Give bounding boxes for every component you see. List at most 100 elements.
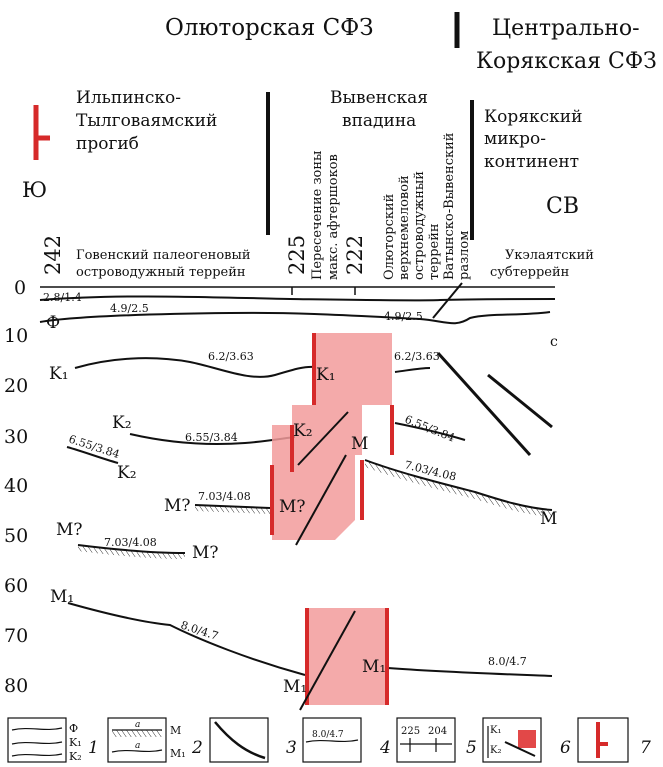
depth-tick: 20	[4, 375, 28, 397]
svg-text:a: a	[135, 741, 140, 751]
label-fault-2: разлом	[457, 231, 472, 280]
svg-text:K₁: K₁	[69, 736, 82, 749]
depth-tick: 80	[4, 675, 28, 697]
legend-box-7	[577, 717, 629, 763]
svg-text:M₁: M₁	[170, 747, 186, 760]
zone-ilpinsky-2: Тылговаямский	[76, 111, 217, 131]
fault-inner-3	[299, 610, 356, 711]
boundary-label: M?	[192, 543, 219, 563]
depth-tick: 40	[4, 475, 28, 497]
svg-text:K₂: K₂	[490, 745, 501, 756]
svg-text:M: M	[170, 724, 181, 737]
svg-text:Ф: Ф	[69, 722, 78, 735]
zone-vyvenskaya-2: впадина	[342, 111, 416, 131]
terrane-goven-2: островодужный террейн	[76, 265, 246, 280]
boundary-m-left	[77, 544, 186, 554]
terrane-ukela-1: Укэлаятский	[505, 248, 594, 263]
velocity-label: 6.2/3.63	[394, 350, 440, 363]
boundary-m1-right	[387, 667, 553, 677]
boundary-label: K₂	[293, 421, 313, 441]
svg-text:K₁: K₁	[490, 725, 501, 736]
zone-koryak-2: микро-	[484, 129, 546, 149]
depth-tick: 70	[4, 625, 28, 647]
svg-text:4: 4	[379, 738, 391, 758]
depth-tick: 30	[4, 426, 28, 448]
svg-text:1: 1	[88, 738, 99, 758]
velocity-label: 4.9/2.5	[110, 302, 149, 315]
svg-text:K₂: K₂	[69, 750, 82, 763]
section-marker-icon	[33, 105, 50, 160]
boundary-label: M₁	[283, 677, 307, 697]
label-olyutor-3: островодужный	[412, 171, 427, 280]
depth-tick: 0	[14, 277, 26, 299]
boundary-label: K₂	[117, 463, 137, 483]
direction-south: Ю	[22, 178, 47, 202]
boundary-m1-left	[67, 602, 306, 676]
label-olyutor-2: верхнемеловой	[397, 175, 412, 280]
boundary-label: K₁	[49, 364, 69, 384]
velocity-label: 7.03/4.08	[104, 536, 157, 549]
legend-box-4	[302, 717, 362, 763]
aftershock-zone-upper	[272, 333, 392, 540]
svg-text:3: 3	[286, 738, 297, 758]
boundary-k2-right	[394, 422, 466, 441]
label-aftershock-2: макс. афтершоков	[326, 154, 341, 280]
legend-box-2	[107, 717, 167, 763]
fault-inner-1	[297, 411, 349, 466]
boundary-upper-sediment	[39, 295, 556, 302]
terrane-ukela-2: субтеррейн	[490, 265, 569, 280]
svg-text:7: 7	[640, 738, 651, 758]
fault-long-1	[436, 351, 532, 457]
boundary-label: K₁	[316, 365, 336, 385]
olyutor-sfz-title: Олюторская СФЗ	[165, 15, 374, 41]
boundary-label: K₂	[112, 413, 132, 433]
boundary-label: M₁	[50, 587, 74, 607]
station-222: 222	[343, 235, 367, 275]
legend-box-6	[482, 717, 542, 763]
depth-tick: 50	[4, 525, 28, 547]
velocity-label: 2.8/1.4	[43, 291, 82, 304]
svg-text:225: 225	[401, 726, 420, 737]
central-koryak-title-1: Центрально-	[492, 16, 640, 41]
boundary-label: M?	[279, 497, 306, 517]
velocity-label: 4.9/2.5	[384, 310, 423, 323]
zone-vyvenskaya-1: Вывенская	[330, 88, 428, 108]
svg-text:2: 2	[191, 738, 203, 758]
fault-inner-2	[295, 454, 347, 546]
boundary-k1-left	[74, 357, 316, 378]
station-225: 225	[285, 235, 309, 275]
fault-short	[432, 282, 463, 319]
terrane-goven-1: Говенский палеогеновый	[76, 248, 251, 263]
depth-tick: 60	[4, 575, 28, 597]
label-olyutor-1: Олюторский	[382, 194, 397, 280]
boundary-label: M	[540, 509, 557, 529]
zone-koryak-3: континент	[484, 152, 579, 172]
depth-axis: 0 10 20 30 40 50 60 70 80	[4, 277, 28, 697]
velocity-label: 6.2/3.63	[208, 350, 254, 363]
boundary-phi	[39, 311, 551, 325]
boundary-label: M	[351, 434, 368, 454]
fault-long-2	[487, 373, 553, 429]
svg-text:204: 204	[428, 726, 447, 737]
legend-box-3	[209, 717, 269, 763]
depth-tick: 10	[4, 325, 28, 347]
legend-box-5	[396, 717, 456, 763]
boundary-k1-right	[394, 367, 431, 373]
boundary-label: M?	[164, 496, 191, 516]
velocity-label: 6.55/3.84	[185, 431, 238, 444]
velocity-label: 6.55/3.84	[403, 413, 457, 445]
boundary-label: M?	[56, 520, 83, 540]
zone-ilpinsky-3: прогиб	[76, 134, 139, 154]
central-koryak-title-2: Корякская СФЗ	[476, 49, 657, 74]
zone-koryak-1: Корякский	[484, 107, 582, 127]
boundary-label: M₁	[362, 657, 386, 677]
legend-box-1	[7, 717, 67, 763]
direction-northeast: СВ	[546, 194, 579, 219]
boundary-label: Ф	[46, 313, 60, 333]
boundary-m-mid	[194, 504, 271, 509]
label-olyutor-4: террейн	[427, 223, 442, 280]
zone-ilpinsky-1: Ильпинско-	[76, 88, 181, 108]
station-242: 242	[41, 235, 65, 275]
svg-text:a: a	[135, 720, 140, 730]
